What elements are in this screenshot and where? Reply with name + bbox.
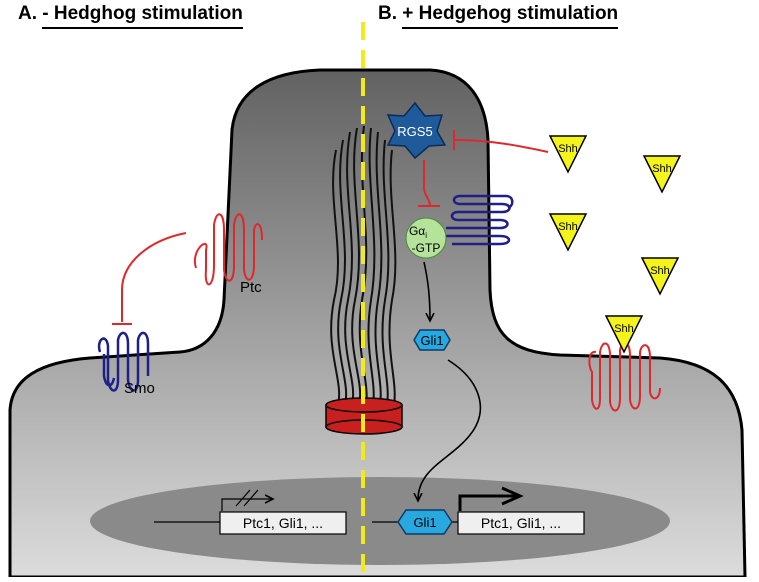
gene-box-b: Ptc1, Gli1, ... (457, 511, 585, 535)
svg-text:Gαi: Gαi (409, 224, 427, 240)
smo-label: Smo (124, 380, 155, 397)
gtp-label: -GTP (412, 241, 441, 255)
smo-receptor-b (446, 194, 514, 246)
gli1-cytoplasm: Gli1 (413, 329, 451, 351)
panel-a-title: A. - Hedghog stimulation (18, 3, 243, 29)
gene-box-a-label: Ptc1, Gli1, ... (243, 515, 323, 531)
gli1-nucleus: Gli1 (397, 509, 453, 535)
panel-a-prefix: A. (18, 3, 37, 24)
transcription-active-b (458, 486, 524, 511)
shh-label-2: Shh (652, 163, 672, 175)
shh-ligand-bound: Shh (604, 315, 644, 354)
shh-ligand-4: Shh (640, 257, 680, 296)
shh-label-3: Shh (558, 221, 578, 233)
galpha-to-gli1-arrow (423, 261, 430, 320)
transcription-blocked-a (221, 489, 272, 511)
gene-box-a: Ptc1, Gli1, ... (219, 511, 347, 535)
gene-box-b-label: Ptc1, Gli1, ... (481, 515, 561, 531)
panel-b-prefix: B. (378, 3, 397, 24)
shh-label-bound: Shh (614, 323, 634, 335)
galpha-subscript: i (425, 231, 427, 240)
galpha-gtp: Gαi -GTP (405, 217, 447, 259)
gli1-to-nucleus-arrow (418, 359, 482, 500)
galpha-label: Gα (409, 224, 425, 238)
cilium-axoneme (330, 125, 397, 406)
rgs5-label: RGS5 (397, 124, 432, 139)
panel-b-title: B. + Hedgehog stimulation (378, 3, 619, 29)
panel-b-heading: + Hedgehog stimulation (402, 3, 619, 29)
rgs5-inhibits-galpha (423, 160, 431, 207)
smo-receptor-a (97, 331, 150, 392)
shh-ligand-2: Shh (642, 155, 682, 194)
shh-label-4: Shh (650, 265, 670, 277)
ptc-receptor-a (193, 213, 263, 286)
cell-body (8, 68, 747, 579)
gli1-cytoplasm-label: Gli1 (420, 333, 443, 348)
ptc-receptor-b (588, 342, 661, 412)
shh-label-1: Shh (558, 143, 578, 155)
shh-ligand-1: Shh (548, 135, 588, 174)
ptc-inhibits-smo (121, 232, 187, 322)
ptc-label: Ptc (240, 279, 262, 296)
gli1-nucleus-label: Gli1 (413, 515, 436, 530)
shh-ligand-3: Shh (548, 213, 588, 252)
shh-inhibits-rgs5 (454, 139, 549, 153)
panel-a-heading: - Hedghog stimulation (42, 3, 243, 29)
rgs5-protein: RGS5 (386, 101, 447, 160)
